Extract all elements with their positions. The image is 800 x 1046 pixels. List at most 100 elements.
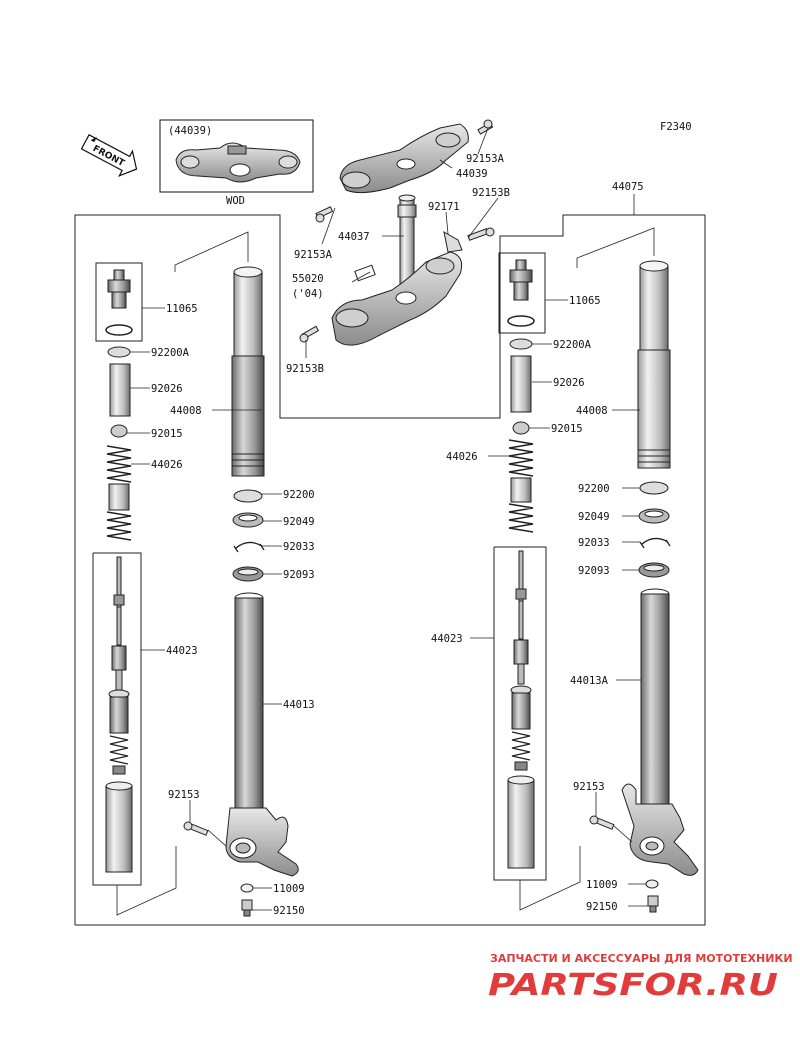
left-circlip-92033 [233,541,265,553]
watermark-logo: PARTSFOR.RU [488,968,778,1003]
left-label-44023: 44023 [166,645,198,657]
right-fork-leg: 11065 92200A 92026 44008 92015 44026 922… [431,227,699,913]
watermark: ЗАПЧАСТИ И АКСЕССУАРЫ ДЛЯ МОТОТЕХНИКИ PA… [488,952,793,1003]
callout-55020: 55020 [292,273,324,285]
right-label-92200a: 92200A [553,339,592,351]
right-label-92049: 92049 [578,511,610,523]
right-fork-cap [509,259,533,301]
right-oring [507,315,535,327]
watermark-tagline: ЗАПЧАСТИ И АКСЕССУАРЫ ДЛЯ МОТОТЕХНИКИ [490,952,793,965]
left-bolt-92153 [183,821,209,836]
right-label-44013a: 44013A [570,675,609,687]
left-label-11009: 11009 [273,883,305,895]
left-fork-cap [107,269,131,309]
right-bolt-92150 [647,895,659,913]
inset-upper-bracket [175,142,301,183]
front-arrow-icon: FRONT [80,133,138,177]
left-label-92093: 92093 [283,569,315,581]
right-label-44023: 44023 [431,633,463,645]
left-cartridge-44023 [105,556,133,873]
right-dust-seal-92093 [638,562,670,578]
callout-92153b-top: 92153B [472,187,510,199]
bolt-92153a-left [315,206,334,223]
right-washer-92200 [639,481,669,495]
right-spacer-92026 [510,355,532,413]
label-plate-55020 [354,264,376,282]
callouts-right: 11065 92200A 92026 44008 92015 44026 922… [431,295,618,913]
left-cap-box [95,262,143,342]
left-label-92049: 92049 [283,516,315,528]
left-inner-tube-44013 [234,592,264,811]
callout-44037: 44037 [338,231,370,243]
left-oring [105,324,133,336]
leader-lines-left [116,231,282,916]
right-label-92200: 92200 [578,483,610,495]
callout-92171: 92171 [428,201,460,213]
right-label-44008: 44008 [576,405,608,417]
left-label-44008: 44008 [170,405,202,417]
lower-triple-clamp [331,251,463,346]
right-circlip-92033 [639,537,671,549]
callout-04: ('04) [292,288,324,300]
right-cartridge-box [493,546,547,881]
right-gasket-11009 [645,879,659,889]
right-label-44026: 44026 [446,451,478,463]
left-oil-seal-92049 [232,512,264,528]
callouts-left: 11065 92200A 92026 44008 92015 44026 922… [151,303,315,917]
inset-box: (44039) WOD [159,119,314,207]
bolt-92153a-top [477,119,494,135]
callout-44039: 44039 [456,168,488,180]
left-label-92026: 92026 [151,383,183,395]
clip-92171 [443,231,463,253]
left-label-92015: 92015 [151,428,183,440]
left-dust-seal-92093 [232,566,264,582]
right-cartridge-44023 [507,550,535,869]
upper-triple-clamp [339,123,469,194]
left-spacer-92026 [109,363,131,417]
right-oil-seal-92049 [638,508,670,524]
right-outer-tube-44008 [637,260,671,469]
left-label-92200a: 92200A [151,347,190,359]
left-bolt-92150 [241,899,253,917]
right-label-92033: 92033 [578,537,610,549]
left-label-11065: 11065 [166,303,198,315]
right-inner-tube-44013a [640,588,670,807]
right-washer-92200a [509,338,533,350]
leader-lines-top [305,127,564,358]
callout-92153b-bottom: 92153B [286,363,324,375]
right-axle-bracket [621,783,699,876]
left-spring-44026 [106,445,132,541]
right-label-92093: 92093 [578,565,610,577]
right-spring-44026 [508,439,534,533]
left-label-92153: 92153 [168,789,200,801]
left-label-92200: 92200 [283,489,315,501]
left-label-92150: 92150 [273,905,305,917]
callouts-top: 92153A 44039 92153B 92171 44037 92153A 5… [286,153,644,375]
bolt-92153b-top [467,227,495,241]
right-label-11065: 11065 [569,295,601,307]
callout-92153a-left: 92153A [294,249,333,261]
right-label-11009: 11009 [586,879,618,891]
left-gasket-11009 [240,883,254,893]
right-seat-92015 [512,421,530,435]
right-label-92153: 92153 [573,781,605,793]
left-outer-tube-44008 [231,266,265,477]
left-seat-92015 [110,424,128,438]
left-label-44013: 44013 [283,699,315,711]
diagram-code: F2340 [660,121,692,133]
left-washer-92200a [107,346,131,358]
left-label-44026: 44026 [151,459,183,471]
inset-code: (44039) [168,125,212,137]
leader-lines-right [470,227,655,911]
right-label-92015: 92015 [551,423,583,435]
right-label-92150: 92150 [586,901,618,913]
callout-44075: 44075 [612,181,644,193]
bolt-92153b-bottom [299,325,320,343]
steering-stem [397,194,417,299]
left-label-92033: 92033 [283,541,315,553]
left-washer-92200 [233,489,263,503]
left-cartridge-box [92,552,142,886]
left-axle-bracket [225,807,299,877]
callout-92153a-top: 92153A [466,153,505,165]
